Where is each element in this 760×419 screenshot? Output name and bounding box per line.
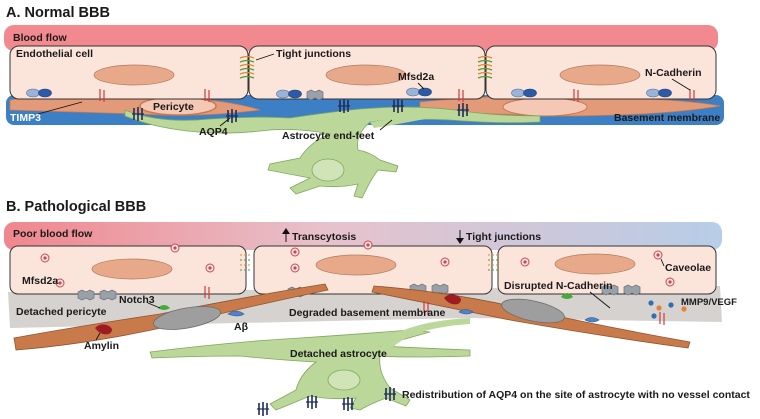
endothelial-cell-label: Endothelial cell (16, 48, 93, 60)
amylin-deposit-right (444, 294, 461, 305)
astrocyte-process-upper (380, 318, 470, 350)
detached-astrocyte-nucleus (327, 369, 361, 391)
a-beta-label: Aβ (234, 321, 249, 333)
mmp9-vegf-dots (648, 300, 687, 319)
disrupted-n-cadherin-label: Disrupted N-Cadherin (504, 280, 613, 292)
caveolae-arrow (660, 258, 665, 267)
amylin-arrow (95, 332, 101, 341)
disrupted-n-cadherin-arrow (589, 291, 611, 309)
disrupted-tight-junction-b1 (240, 254, 250, 271)
amylin-deposit-left (95, 324, 112, 335)
mfsd2a-label-a: Mfsd2a (398, 71, 434, 83)
disrupted-tight-junction-b2 (488, 254, 500, 271)
abeta-deposit-right (584, 317, 600, 323)
endothelial-nucleus-b2 (315, 254, 397, 276)
notch3-green-right (561, 293, 573, 299)
mfsd2a-arrow-a (417, 82, 425, 90)
pericyte-label: Pericyte (153, 101, 194, 113)
endothelial-nucleus-3 (559, 64, 641, 86)
astrocyte-end-feet-arrow (379, 119, 393, 131)
blood-flow-label: Blood flow (13, 32, 67, 44)
blood-flow-band (4, 25, 718, 51)
mmp9-vegf-label: MMP9/VEGF (681, 297, 737, 308)
basement-membrane-label: Basement membrane (614, 112, 720, 124)
aqp4-redistribution-label: Redistribution of AQP4 on the site of as… (402, 389, 750, 401)
endothelial-nucleus-b3 (554, 253, 636, 275)
detached-astrocyte-label: Detached astrocyte (290, 348, 387, 360)
aqp4-label-a: AQP4 (199, 126, 228, 138)
mfsd2a-label-b: Mfsd2a (22, 275, 58, 287)
notch3-arrow (147, 302, 161, 309)
endothelial-nucleus-b1 (91, 258, 173, 280)
tight-junctions-label: Tight junctions (276, 48, 351, 60)
detached-pericyte-nucleus-right (501, 298, 565, 324)
panel-b-title: B. Pathological BBB (6, 199, 146, 215)
astrocyte-end-feet (124, 106, 541, 199)
timp3-label: TIMP3 (10, 112, 41, 124)
astrocyte-nucleus (311, 158, 345, 182)
n-cadherin-label-a: N-Cadherin (645, 67, 702, 79)
caveolae-label: Caveolae (665, 262, 711, 274)
detached-pericyte-nucleus-left (153, 306, 221, 330)
transcytosis-label: Transcytosis (292, 231, 356, 243)
endothelial-nucleus-2 (325, 64, 407, 86)
abeta-deposit-mid (458, 309, 474, 315)
n-cadherin-arrow-a (671, 78, 691, 91)
notch3-label: Notch3 (119, 294, 155, 306)
tight-junctions-label-b: Tight junctions (466, 231, 541, 243)
endothelial-nucleus-1 (93, 64, 175, 86)
amylin-label: Amylin (84, 340, 119, 352)
poor-blood-flow-label: Poor blood flow (13, 228, 93, 240)
notch3-green-left (158, 305, 170, 310)
degraded-basement-membrane-label: Degraded basement membrane (289, 307, 446, 319)
tight-junctions-arrow (255, 53, 275, 61)
panel-a-title: A. Normal BBB (6, 5, 110, 21)
tight-junctions-arrowhead-b (456, 238, 464, 244)
transcytosis-arrowhead (282, 228, 290, 234)
poor-blood-flow-band (4, 222, 722, 250)
aqp4-arrow-a (219, 117, 231, 127)
abeta-deposit-left (227, 310, 245, 317)
astrocyte-end-feet-label: Astrocyte end-feet (282, 130, 375, 142)
detached-pericyte-label: Detached pericyte (16, 306, 107, 318)
timp3-arrow (37, 101, 83, 115)
